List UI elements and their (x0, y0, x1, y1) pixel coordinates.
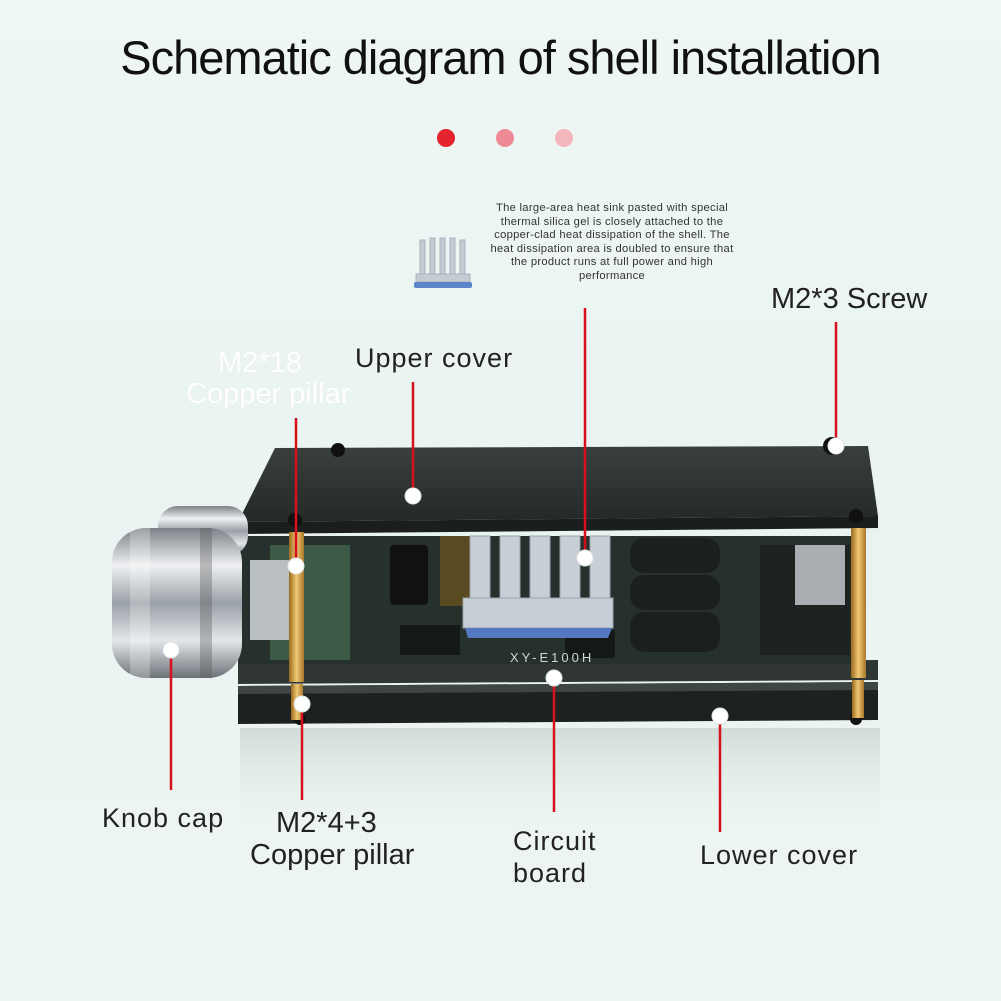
marker-m2-3-screw (827, 437, 845, 455)
carousel-dot-3[interactable] (555, 129, 573, 147)
marker-m2-4-3-pillar (293, 695, 311, 713)
label-m2-3-screw: M2*3 Screw (771, 283, 928, 315)
carousel-dot-2[interactable] (496, 129, 514, 147)
carousel-dot-1[interactable] (437, 129, 455, 147)
label-m2-18-pillar-line2: Copper pillar (186, 378, 351, 410)
label-knob-cap: Knob cap (102, 803, 225, 833)
heat-sink-note: The large-area heat sink pasted with spe… (490, 202, 734, 282)
marker-lower-cover (711, 707, 729, 725)
page-title: Schematic diagram of shell installation (120, 31, 881, 84)
board-marking: XY-E100H (510, 650, 595, 665)
label-m2-4-3-pillar-line2: Copper pillar (250, 839, 415, 871)
label-m2-4-3-pillar-line1: M2*4+3 (276, 807, 377, 839)
label-m2-18-pillar-line1: M2*18 (218, 347, 302, 379)
marker-m2-18-pillar (287, 557, 305, 575)
marker-upper-cover (404, 487, 422, 505)
heat-sink-icon (414, 237, 472, 288)
label-circuit-board-line1: Circuit (513, 826, 597, 856)
marker-knob-cap (162, 641, 180, 659)
label-lower-cover: Lower cover (700, 840, 859, 870)
label-upper-cover: Upper cover (355, 343, 514, 373)
marker-circuit-board (545, 669, 563, 687)
marker-heat-sink (576, 549, 594, 567)
label-circuit-board-line2: board (513, 858, 588, 888)
